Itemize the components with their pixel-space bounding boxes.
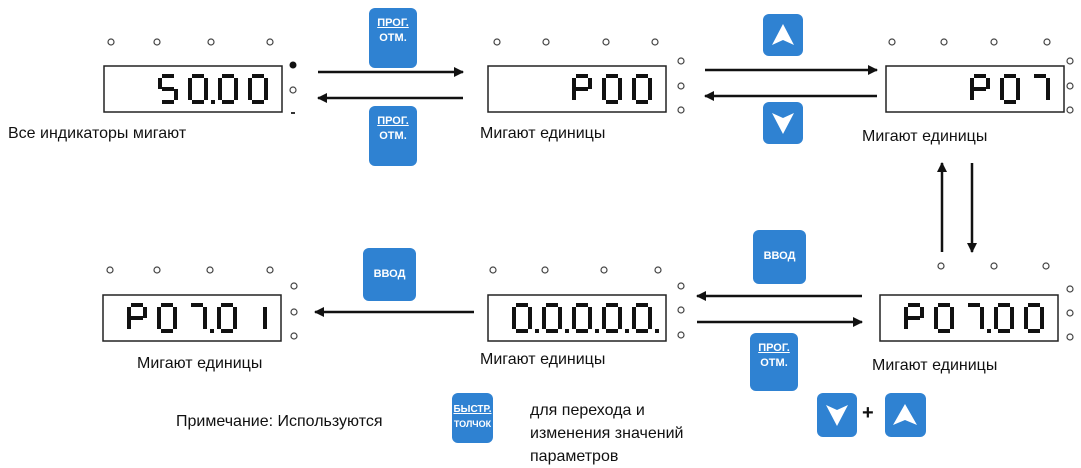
status-led bbox=[1066, 309, 1074, 317]
display-digits bbox=[904, 303, 1044, 333]
plus-sign: + bbox=[862, 402, 874, 424]
status-led bbox=[290, 308, 298, 316]
prog-cancel-button-2[interactable]: ПРОГ. ОТМ. bbox=[369, 106, 417, 166]
status-led bbox=[290, 332, 298, 340]
display-digits bbox=[127, 303, 267, 333]
indicator-led bbox=[940, 38, 948, 46]
prog-cancel-button-1[interactable]: ПРОГ. ОТМ. bbox=[369, 8, 417, 68]
status-led bbox=[677, 306, 685, 314]
indicator-led bbox=[541, 266, 549, 274]
status-led bbox=[677, 82, 685, 90]
display-panel-d4 bbox=[102, 266, 298, 342]
enter-label: ВВОД bbox=[763, 250, 796, 262]
indicator-led bbox=[937, 262, 945, 270]
indicator-led bbox=[888, 38, 896, 46]
indicator-led bbox=[206, 266, 214, 274]
enter-button-2[interactable]: ВВОД bbox=[753, 230, 806, 284]
down-arrow-icon bbox=[826, 405, 848, 426]
prog-label: ПРОГ. bbox=[377, 115, 409, 127]
indicator-led bbox=[266, 266, 274, 274]
indicator-led bbox=[489, 266, 497, 274]
label-units-blink-4: Мигают единицы bbox=[480, 351, 606, 368]
status-led bbox=[677, 282, 685, 290]
display-digits bbox=[512, 303, 659, 333]
down-arrow-icon bbox=[772, 113, 794, 134]
display-digits bbox=[970, 74, 1050, 104]
jog-label: ТОЛЧОК bbox=[453, 419, 492, 429]
up-button-2[interactable] bbox=[885, 393, 926, 437]
indicator-led bbox=[1043, 38, 1051, 46]
indicator-led bbox=[542, 38, 550, 46]
prog-cancel-button-3[interactable]: ПРОГ. ОТМ. bbox=[750, 333, 798, 391]
display-panel-d1 bbox=[103, 38, 297, 114]
prog-label: ПРОГ. bbox=[377, 17, 409, 29]
cancel-label: ОТМ. bbox=[379, 32, 407, 44]
note-suffix-3: параметров bbox=[530, 448, 619, 465]
up-arrow-icon bbox=[893, 404, 917, 425]
status-led bbox=[290, 282, 298, 290]
status-led bbox=[1066, 333, 1074, 341]
display-frame bbox=[103, 65, 283, 113]
status-led bbox=[291, 112, 295, 114]
indicator-led bbox=[266, 38, 274, 46]
indicator-led bbox=[654, 266, 662, 274]
status-led bbox=[1066, 57, 1074, 65]
quick-jog-button[interactable]: БЫСТР. ТОЛЧОК bbox=[452, 393, 493, 443]
indicator-led bbox=[1042, 262, 1050, 270]
note-suffix-2: изменения значений bbox=[530, 425, 684, 442]
indicator-led bbox=[153, 38, 161, 46]
status-led bbox=[1066, 285, 1074, 293]
status-led bbox=[1066, 106, 1074, 114]
label-units-blink-5: Мигают единицы bbox=[872, 357, 998, 374]
cancel-label: ОТМ. bbox=[379, 130, 407, 142]
status-led bbox=[677, 106, 685, 114]
cancel-label: ОТМ. bbox=[760, 357, 788, 369]
display-digits bbox=[158, 74, 268, 104]
status-led bbox=[1066, 82, 1074, 90]
status-led bbox=[677, 331, 685, 339]
status-led bbox=[289, 61, 297, 69]
prog-label: ПРОГ. bbox=[758, 342, 790, 354]
enter-label: ВВОД bbox=[373, 268, 406, 280]
indicator-led bbox=[106, 266, 114, 274]
indicator-led bbox=[207, 38, 215, 46]
note-suffix-1: для перехода и bbox=[530, 402, 645, 419]
display-panel-d2 bbox=[487, 38, 685, 114]
down-button-1[interactable] bbox=[763, 102, 803, 144]
label-units-blink-3: Мигают единицы bbox=[137, 355, 263, 372]
down-button-2[interactable] bbox=[817, 393, 857, 437]
status-led bbox=[677, 57, 685, 65]
indicator-led bbox=[153, 266, 161, 274]
display-digits bbox=[572, 74, 652, 104]
indicator-led bbox=[651, 38, 659, 46]
display-panel-d5 bbox=[487, 266, 685, 342]
label-units-blink-2: Мигают единицы bbox=[862, 128, 988, 145]
display-frame bbox=[487, 294, 667, 342]
indicator-led bbox=[107, 38, 115, 46]
up-arrow-icon bbox=[772, 24, 794, 45]
indicator-led bbox=[602, 38, 610, 46]
display-frame bbox=[487, 65, 667, 113]
indicator-led bbox=[990, 262, 998, 270]
up-button-1[interactable] bbox=[763, 14, 803, 56]
indicator-led bbox=[600, 266, 608, 274]
quick-label: БЫСТР. bbox=[453, 404, 492, 415]
display-panel-d6 bbox=[879, 262, 1074, 342]
label-units-blink-1: Мигают единицы bbox=[480, 125, 606, 142]
indicator-led bbox=[493, 38, 501, 46]
label-all-blink: Все индикаторы мигают bbox=[8, 125, 187, 142]
note-prefix: Примечание: Используются bbox=[176, 413, 383, 430]
indicator-led bbox=[990, 38, 998, 46]
status-led bbox=[289, 86, 297, 94]
display-panel-d3 bbox=[885, 38, 1074, 114]
enter-button-1[interactable]: ВВОД bbox=[363, 248, 416, 301]
